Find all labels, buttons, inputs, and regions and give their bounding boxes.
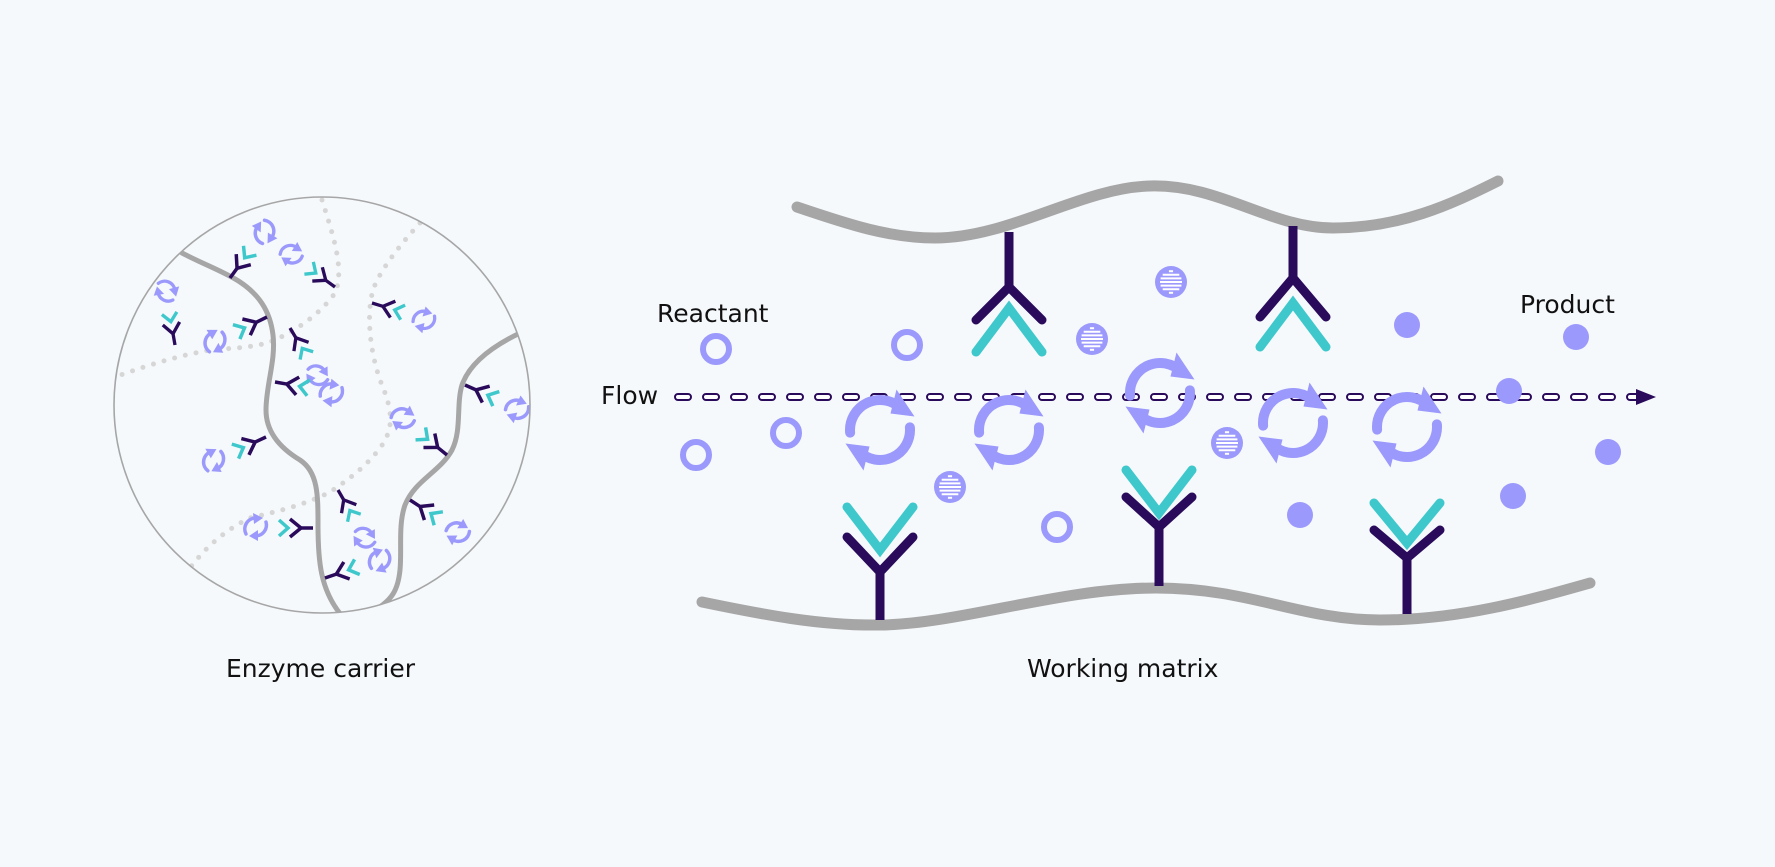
flow-dash [730, 393, 748, 401]
matrix-top-fiber [791, 175, 1504, 244]
ghost-enzyme-unit [366, 289, 440, 338]
arrow-down-icon [1121, 465, 1197, 521]
flow-dash [1598, 393, 1616, 401]
arrow-up-icon [971, 300, 1047, 357]
recycle-icon [1372, 386, 1442, 468]
enzyme-unit [243, 511, 315, 543]
arrow-down-icon [1369, 498, 1445, 551]
enzyme-unit [197, 301, 275, 361]
enzyme-unit [400, 487, 477, 552]
product-molecule [1563, 324, 1589, 350]
carrier-fiber [179, 250, 345, 613]
enzyme-top-anchored [1255, 226, 1331, 464]
enzyme-bottom-anchored [1121, 352, 1197, 586]
reactant-molecule [891, 329, 923, 361]
flow-dash [1206, 393, 1224, 401]
carrier-title: Enzyme carrier [226, 654, 416, 683]
carrier-outline [113, 196, 531, 614]
flow-dash [814, 393, 832, 401]
enzyme-bottom-anchored [1369, 386, 1445, 614]
flow-dash [758, 393, 776, 401]
flow-dash [1318, 393, 1336, 401]
flow-dash [954, 393, 972, 401]
recycle-icon [845, 389, 915, 471]
flow-dash [926, 393, 944, 401]
flow-dash [786, 393, 804, 401]
enzyme-unit [457, 371, 530, 429]
working-matrix-panel: Reactant Product Flow Working matrix [601, 175, 1656, 683]
flow-dash [1094, 393, 1112, 401]
recycle-icon [1258, 382, 1328, 464]
ghost-enzyme-unit [149, 277, 191, 349]
intermediate-molecule [1211, 427, 1243, 459]
arrow-down-icon [842, 502, 918, 558]
flow-dash [1346, 393, 1364, 401]
flow-dash [1066, 393, 1084, 401]
matrix-bottom-fiber [696, 577, 1596, 631]
reactant-molecule [700, 333, 732, 365]
reactant-label: Reactant [657, 299, 769, 328]
ghost-enzyme-unit [323, 482, 383, 555]
reactant-molecule [1041, 511, 1073, 543]
enzyme-carrier-panel: Enzyme carrier [113, 196, 531, 683]
flow-dash [1458, 393, 1476, 401]
product-label: Product [1520, 290, 1615, 319]
product-molecule [1595, 439, 1621, 465]
carrier-fiber [372, 330, 523, 613]
flow-dash [1234, 393, 1252, 401]
enzyme-unit [196, 421, 274, 480]
intermediate-molecule [934, 471, 966, 503]
intermediate-molecule [1076, 323, 1108, 355]
enzyme-top-anchored [971, 232, 1047, 471]
ghost-enzyme-unit [273, 235, 346, 299]
flow-dash [1038, 393, 1056, 401]
flow-label: Flow [601, 381, 658, 410]
matrix-title: Working matrix [1027, 654, 1218, 683]
product-molecule [1500, 483, 1526, 509]
product-molecule [1287, 502, 1313, 528]
product-molecule [1394, 312, 1420, 338]
intermediate-molecule [1155, 266, 1187, 298]
recycle-icon [1125, 352, 1195, 434]
product-molecule [1496, 378, 1522, 404]
flow-dash [1570, 393, 1588, 401]
reactant-molecule [680, 439, 712, 471]
enzyme-unit [384, 398, 459, 467]
arrow-up-icon [1255, 295, 1331, 352]
reactant-molecule [770, 417, 802, 449]
flow-dash [1430, 393, 1448, 401]
flow-dash [842, 393, 860, 401]
flow-dash [674, 393, 692, 401]
flow-arrowhead-icon [1636, 389, 1656, 405]
recycle-icon [974, 389, 1044, 471]
flow-dash [1542, 393, 1560, 401]
molecules [680, 266, 1621, 543]
enzyme-unit [319, 541, 397, 594]
flow-dash [702, 393, 720, 401]
enzyme-bottom-anchored [842, 389, 918, 620]
matrix-enzymes [842, 226, 1445, 620]
flow-dash [1150, 393, 1168, 401]
